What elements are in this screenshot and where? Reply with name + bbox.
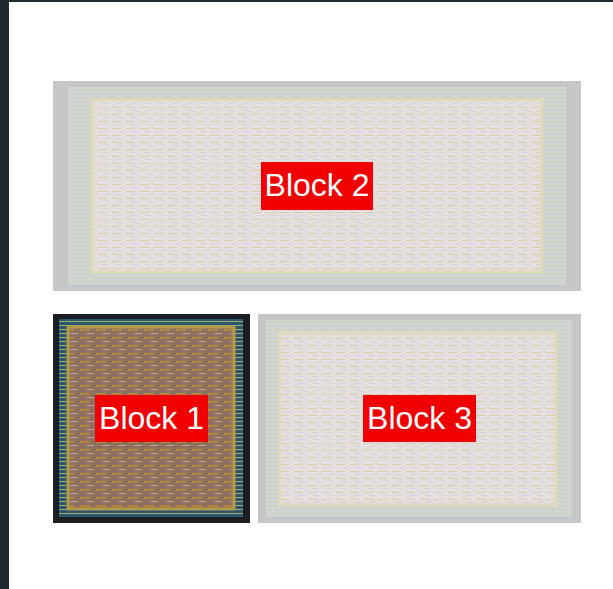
block-label: Block 1 [95, 395, 208, 443]
window-edge [0, 0, 613, 2]
block-art [53, 81, 581, 291]
chip-block: Block 2 [53, 81, 581, 291]
block-label: Block 3 [363, 395, 476, 443]
chip-block: Block 1 [53, 314, 250, 523]
window-edge [0, 0, 9, 589]
block-label: Block 2 [261, 162, 374, 210]
block-art [53, 314, 250, 523]
block-art [258, 314, 581, 523]
chip-block: Block 3 [258, 314, 581, 523]
